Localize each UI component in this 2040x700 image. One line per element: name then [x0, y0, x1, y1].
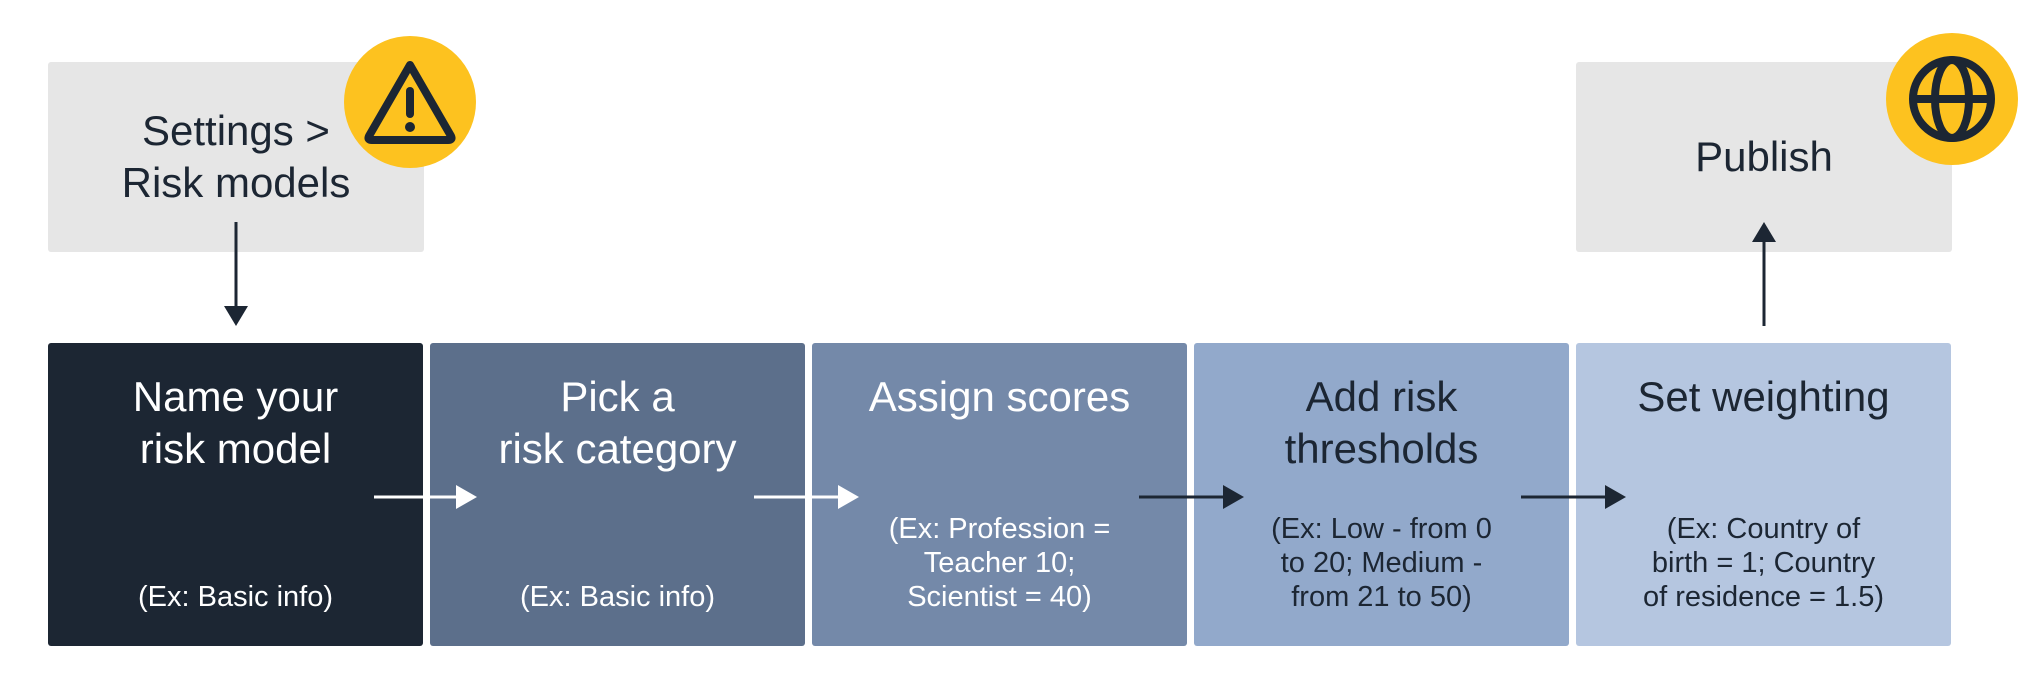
- step-example-line: from 21 to 50): [1291, 581, 1472, 613]
- step-title: Pick a risk category: [450, 371, 785, 475]
- step-example: (Ex: Country of birth = 1; Country of re…: [1586, 512, 1941, 614]
- step-example-line: (Ex: Basic info): [520, 581, 715, 613]
- step-example-line: Teacher 10;: [923, 547, 1076, 579]
- step-title-line: Pick a: [560, 373, 675, 420]
- step-title-line: Assign scores: [868, 373, 1131, 420]
- step-title-line: Set weighting: [1637, 373, 1890, 420]
- arrow-settings-to-step1: [224, 222, 248, 326]
- step-title-line: risk category: [498, 425, 737, 472]
- step-title-line: thresholds: [1284, 425, 1479, 472]
- arrow-step5-to-publish: [1752, 222, 1776, 326]
- arrow-step1-to-step2: [374, 485, 477, 509]
- settings-label-line1: Settings >: [142, 107, 330, 154]
- step-example-line: (Ex: Profession =: [888, 513, 1111, 545]
- step-title-line: risk model: [139, 425, 332, 472]
- arrow-step3-to-step4: [1139, 485, 1244, 509]
- step-example-line: (Ex: Basic info): [138, 581, 333, 613]
- publish-label: Publish: [1695, 133, 1833, 180]
- step-example-line: to 20; Medium -: [1280, 547, 1483, 579]
- step-title: Set weighting: [1596, 371, 1931, 475]
- step-assign-scores: Assign scores (Ex: Profession = Teacher …: [812, 343, 1187, 646]
- step-title: Name your risk model: [68, 371, 403, 475]
- step-add-risk-thresholds: Add risk thresholds (Ex: Low - from 0 to…: [1194, 343, 1569, 646]
- globe-icon: [1886, 33, 2018, 165]
- step-title-line: Add risk: [1305, 373, 1458, 420]
- step-example-line: of residence = 1.5): [1642, 581, 1884, 613]
- step-example: (Ex: Basic info): [440, 580, 795, 614]
- step-pick-risk-category: Pick a risk category (Ex: Basic info): [430, 343, 805, 646]
- warning-triangle-icon: [344, 36, 476, 168]
- step-title: Assign scores: [832, 371, 1167, 475]
- step-example: (Ex: Low - from 0 to 20; Medium - from 2…: [1204, 512, 1559, 614]
- step-title-line: Name your: [132, 373, 339, 420]
- step-example: (Ex: Basic info): [58, 580, 413, 614]
- arrow-step2-to-step3: [754, 485, 859, 509]
- step-example-line: birth = 1; Country: [1651, 547, 1876, 579]
- step-name-risk-model: Name your risk model (Ex: Basic info): [48, 343, 423, 646]
- step-example-line: (Ex: Country of: [1666, 513, 1861, 545]
- step-example-line: Scientist = 40): [907, 581, 1092, 613]
- step-set-weighting: Set weighting (Ex: Country of birth = 1;…: [1576, 343, 1951, 646]
- step-example: (Ex: Profession = Teacher 10; Scientist …: [822, 512, 1177, 614]
- arrow-step4-to-step5: [1521, 485, 1626, 509]
- step-title: Add risk thresholds: [1214, 371, 1549, 475]
- settings-label-line2: Risk models: [121, 159, 351, 206]
- step-example-line: (Ex: Low - from 0: [1271, 513, 1492, 545]
